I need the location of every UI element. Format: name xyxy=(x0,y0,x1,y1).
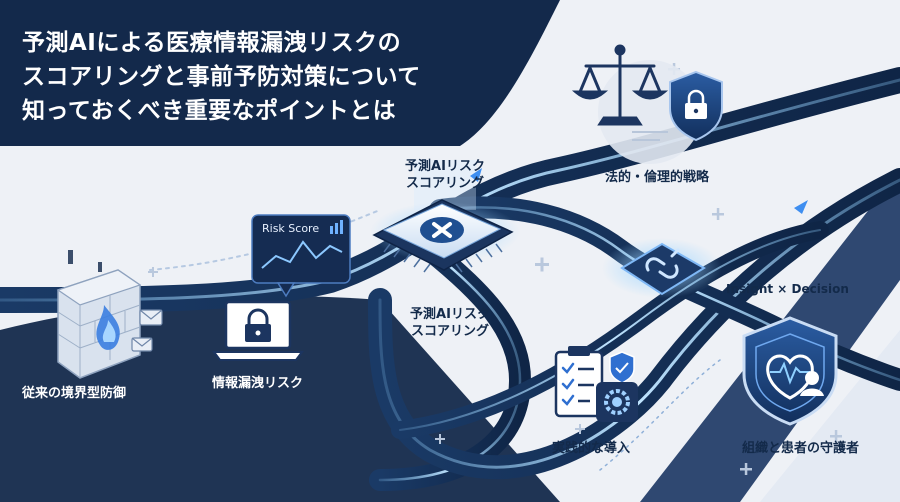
ai-scoring-top-line-2: スコアリング xyxy=(405,176,484,191)
ai-scoring-top-label: 予測AIリスク スコアリング xyxy=(390,158,500,192)
practical-intro-label: 実践的な導入 xyxy=(552,441,631,456)
ai-scoring-top-line-1: 予測AIリスク xyxy=(405,159,485,174)
ai-scoring-mid-line-1: 予測AIリスク xyxy=(410,307,490,322)
fire-icon xyxy=(96,305,120,350)
title-panel xyxy=(0,0,560,146)
risk-score-title: Risk Score xyxy=(262,222,320,235)
checklist-icon xyxy=(554,346,635,418)
scale-icon xyxy=(571,44,669,126)
ai-chip-icon xyxy=(370,160,520,273)
gear-icon xyxy=(596,382,638,422)
info-leak-label: 情報漏洩リスク xyxy=(212,376,304,391)
shield-heart-icon xyxy=(742,316,838,426)
ai-scoring-mid-label: 予測AIリスク スコアリング xyxy=(395,306,505,340)
guardian-label: 組織と患者の守護者 xyxy=(742,441,860,456)
mail-icon xyxy=(131,309,163,352)
link-chip-icon xyxy=(602,238,722,298)
laptop-lock-icon xyxy=(212,300,304,361)
risk-chart-icon xyxy=(251,214,351,298)
title-line-2: スコアリングと事前予防対策について xyxy=(22,64,421,90)
page-title: 予測AIによる医療情報漏洩リスクの スコアリングと事前予防対策について 知ってお… xyxy=(22,26,492,128)
legal-strategy-label: 法的・倫理的戦略 xyxy=(605,170,710,185)
insight-decision-label: Insight × Decision xyxy=(726,282,849,296)
ai-scoring-mid-line-2: スコアリング xyxy=(410,324,489,339)
shield-lock-icon xyxy=(669,70,723,142)
legacy-defense-label: 従来の境界型防御 xyxy=(22,386,127,401)
title-line-1: 予測AIによる医療情報漏洩リスクの xyxy=(22,30,402,56)
title-line-3: 知っておくべき重要なポイントとは xyxy=(22,98,397,124)
